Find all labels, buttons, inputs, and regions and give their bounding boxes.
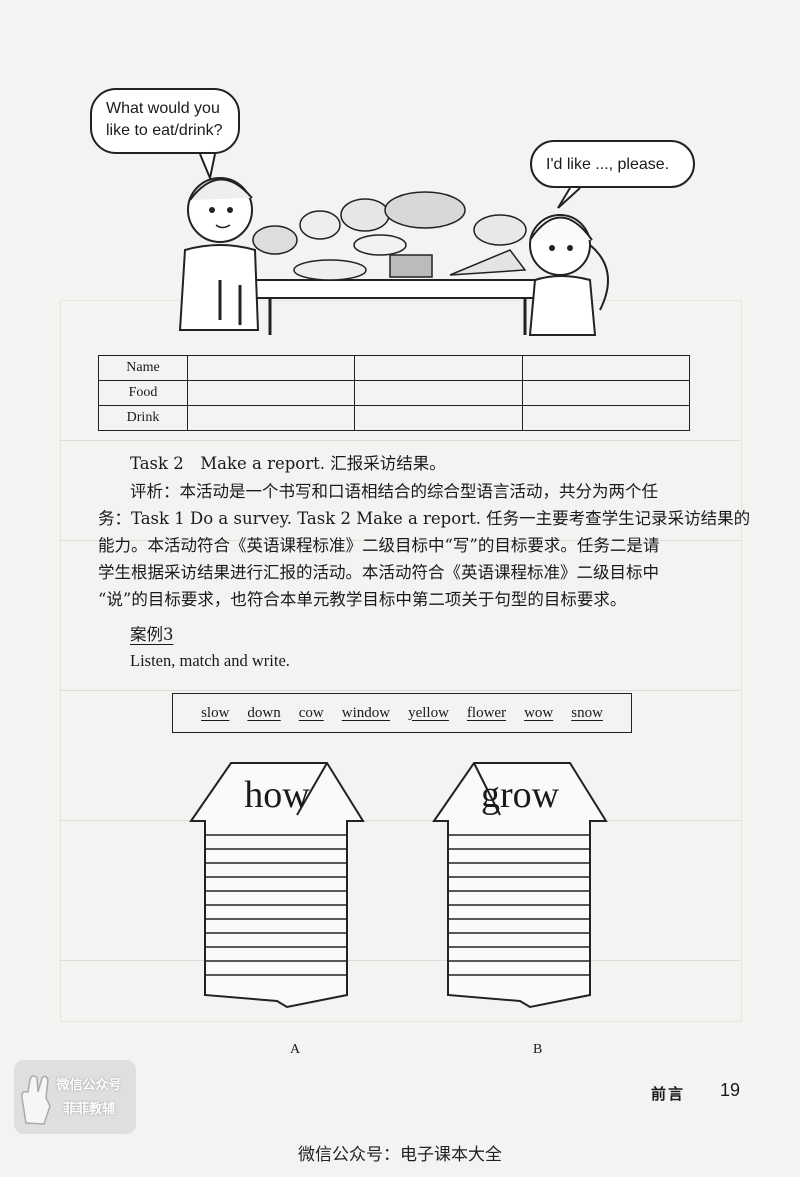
watermark-line: 微信公众号 — [56, 1078, 122, 1093]
speech-bubble-question: What would you like to eat/drink? — [90, 88, 240, 154]
hand-icon — [21, 1075, 51, 1125]
house-b-word: grow — [480, 774, 560, 816]
row-label-name: Name — [98, 355, 188, 381]
table-cell — [521, 355, 691, 381]
table-cell — [354, 355, 523, 381]
paragraph-line: 学生根据采访结果进行汇报的活动。本活动符合《英语课程标准》二级目标中 — [98, 563, 659, 582]
table-cell — [354, 405, 523, 431]
table-row: Drink — [98, 405, 691, 431]
row-label-drink: Drink — [98, 405, 188, 431]
paragraph-line: 评析：本活动是一个书写和口语相结合的综合型语言活动，共分为两个任 — [130, 482, 658, 501]
table-cell — [521, 405, 691, 431]
bleed-line — [60, 690, 740, 691]
word-down: down — [247, 704, 281, 721]
paragraph-line: 能力。本活动符合《英语课程标准》二级目标中“写”的目标要求。任务二是请 — [98, 536, 660, 555]
task-2-heading: Task 2 Make a report. 汇报采访结果。 — [130, 454, 446, 473]
survey-illustration: What would you like to eat/drink? I'd li… — [80, 80, 720, 350]
word-yellow: yellow — [408, 704, 449, 721]
house-a: how — [187, 755, 367, 1025]
house-outline — [189, 762, 365, 1009]
table-cell — [186, 380, 356, 406]
bleed-line — [60, 440, 740, 441]
survey-table: Name Food Drink — [98, 355, 691, 431]
house-outline — [432, 762, 608, 1009]
instruction: Listen, match and write. — [130, 651, 290, 670]
row-label-food: Food — [98, 380, 188, 406]
bleed-line — [60, 820, 740, 821]
bubble-line: What would you — [106, 100, 220, 117]
table-row: Food — [98, 380, 691, 406]
house-a-word: how — [244, 774, 310, 816]
word-flower: flower — [466, 704, 507, 721]
kids-and-food-drawing — [178, 153, 609, 336]
bubble-line: like to eat/drink? — [106, 122, 223, 139]
paragraph-line: “说”的目标要求，也符合本单元教学目标中第二项关于句型的目标要求。 — [98, 590, 627, 609]
table-cell — [186, 355, 356, 381]
bleed-line — [60, 960, 740, 961]
bleed-line — [60, 540, 740, 541]
table-cell — [521, 380, 691, 406]
word-window: window — [341, 704, 391, 721]
section-name: 前言 — [650, 1085, 685, 1103]
house-a-caption: A — [290, 1042, 301, 1057]
word-wow: wow — [524, 704, 554, 721]
page-number: 19 — [719, 1080, 740, 1100]
table-row: Name — [98, 355, 691, 381]
watermark-line: 菲菲教辅 — [62, 1102, 115, 1117]
table-cell — [354, 380, 523, 406]
bottom-watermark: 微信公众号：电子课本大全 — [298, 1145, 502, 1165]
word-slow: slow — [201, 704, 230, 721]
paragraph-line: 务：Task 1 Do a survey. Task 2 Make a repo… — [98, 509, 751, 528]
word-cow: cow — [298, 704, 324, 721]
word-bank: slow down cow window yellow flower wow s… — [172, 693, 632, 733]
speech-bubble-answer: I'd like ..., please. — [530, 140, 695, 188]
table-cell — [186, 405, 356, 431]
watermark-badge: 微信公众号 菲菲教辅 — [14, 1060, 136, 1134]
analysis-paragraph: 评析：本活动是一个书写和口语相结合的综合型语言活动，共分为两个任 务：Task … — [98, 478, 751, 613]
house-b: grow — [430, 755, 610, 1025]
bleed-through-table — [60, 300, 742, 1022]
word-snow: snow — [571, 704, 603, 721]
case-title: 案例3 — [130, 625, 174, 644]
house-b-caption: B — [533, 1042, 543, 1057]
